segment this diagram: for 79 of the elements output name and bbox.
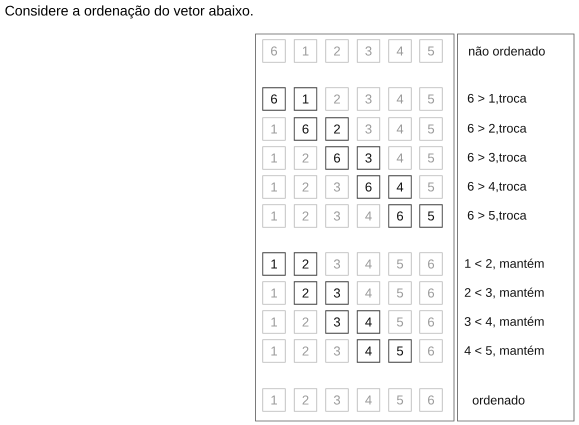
number-cell: 3 — [325, 204, 349, 228]
number-cell: 1 — [262, 204, 286, 228]
number-cell: 6 — [419, 310, 443, 334]
number-cell: 4 — [356, 339, 380, 363]
number-cell: 4 — [356, 388, 380, 412]
number-cell: 2 — [294, 252, 318, 276]
step-note: 6 > 5,troca — [468, 210, 527, 222]
number-cell: 1 — [262, 146, 286, 170]
step-note: ordenado — [472, 395, 524, 405]
number-cell: 4 — [356, 204, 380, 228]
number-cell: 4 — [388, 175, 412, 199]
number-cell: 6 — [356, 175, 380, 199]
number-cell: 3 — [356, 146, 380, 170]
number-cell: 5 — [419, 175, 443, 199]
number-cell: 6 — [419, 388, 443, 412]
number-cell: 5 — [419, 146, 443, 170]
number-cell: 6 — [294, 117, 318, 141]
number-cell: 3 — [325, 388, 349, 412]
number-cell: 5 — [388, 252, 412, 276]
number-cell: 5 — [388, 310, 412, 334]
number-cell: 2 — [294, 175, 318, 199]
number-cell: 3 — [325, 281, 349, 305]
number-cell: 1 — [262, 339, 286, 363]
number-cell: 3 — [325, 339, 349, 363]
number-cell: 6 — [262, 39, 286, 63]
number-cell: 1 — [262, 281, 286, 305]
number-cell: 3 — [325, 175, 349, 199]
number-cell: 6 — [419, 252, 443, 276]
step-note: 6 > 3,troca — [468, 152, 527, 164]
number-cell: 1 — [294, 87, 318, 111]
number-cell: 5 — [388, 339, 412, 363]
number-cell: 4 — [388, 87, 412, 111]
number-cell: 3 — [356, 87, 380, 111]
number-cell: 5 — [419, 117, 443, 141]
number-cell: 6 — [262, 87, 286, 111]
number-cell: 1 — [262, 117, 286, 141]
number-cell: 1 — [262, 175, 286, 199]
number-cell: 4 — [388, 146, 412, 170]
number-cell: 1 — [262, 252, 286, 276]
number-cell: 5 — [388, 388, 412, 412]
number-cell: 2 — [294, 388, 318, 412]
number-cell: 6 — [388, 204, 412, 228]
step-note: 6 > 2,troca — [468, 124, 527, 134]
number-cell: 1 — [262, 310, 286, 334]
number-cell: 4 — [356, 281, 380, 305]
step-note: 1 < 2, mantém — [465, 258, 544, 270]
number-cell: 2 — [325, 117, 349, 141]
step-note: 3 < 4, mantém — [464, 316, 544, 328]
number-cell: 2 — [325, 87, 349, 111]
number-cell: 2 — [294, 310, 318, 334]
number-cell: 6 — [325, 146, 349, 170]
number-cell: 5 — [419, 204, 443, 228]
number-cell: 3 — [325, 310, 349, 334]
step-note: 6 > 4,troca — [468, 182, 527, 192]
step-note: 4 < 5, mantém — [464, 346, 544, 356]
step-note: 6 > 1,troca — [468, 94, 527, 104]
number-cell: 3 — [356, 117, 380, 141]
number-cell: 2 — [294, 146, 318, 170]
number-cell: 2 — [294, 204, 318, 228]
number-cell: 6 — [419, 281, 443, 305]
number-cell: 5 — [388, 281, 412, 305]
number-cell: 4 — [388, 39, 412, 63]
number-cell: 4 — [388, 117, 412, 141]
number-cell: 6 — [419, 339, 443, 363]
step-note: não ordenado — [469, 46, 545, 56]
number-cell: 4 — [356, 310, 380, 334]
number-cell: 5 — [419, 87, 443, 111]
number-cell: 3 — [325, 252, 349, 276]
title: Considere a ordenação do vetor abaixo. — [5, 5, 252, 18]
step-note: 2 < 3, mantém — [464, 288, 544, 298]
number-cell: 1 — [262, 388, 286, 412]
number-cell: 2 — [294, 281, 318, 305]
number-cell: 2 — [294, 339, 318, 363]
number-cell: 2 — [325, 39, 349, 63]
number-cell: 4 — [356, 252, 380, 276]
number-cell: 1 — [294, 39, 318, 63]
panel — [255, 34, 454, 422]
number-cell: 3 — [356, 39, 380, 63]
number-cell: 5 — [419, 39, 443, 63]
